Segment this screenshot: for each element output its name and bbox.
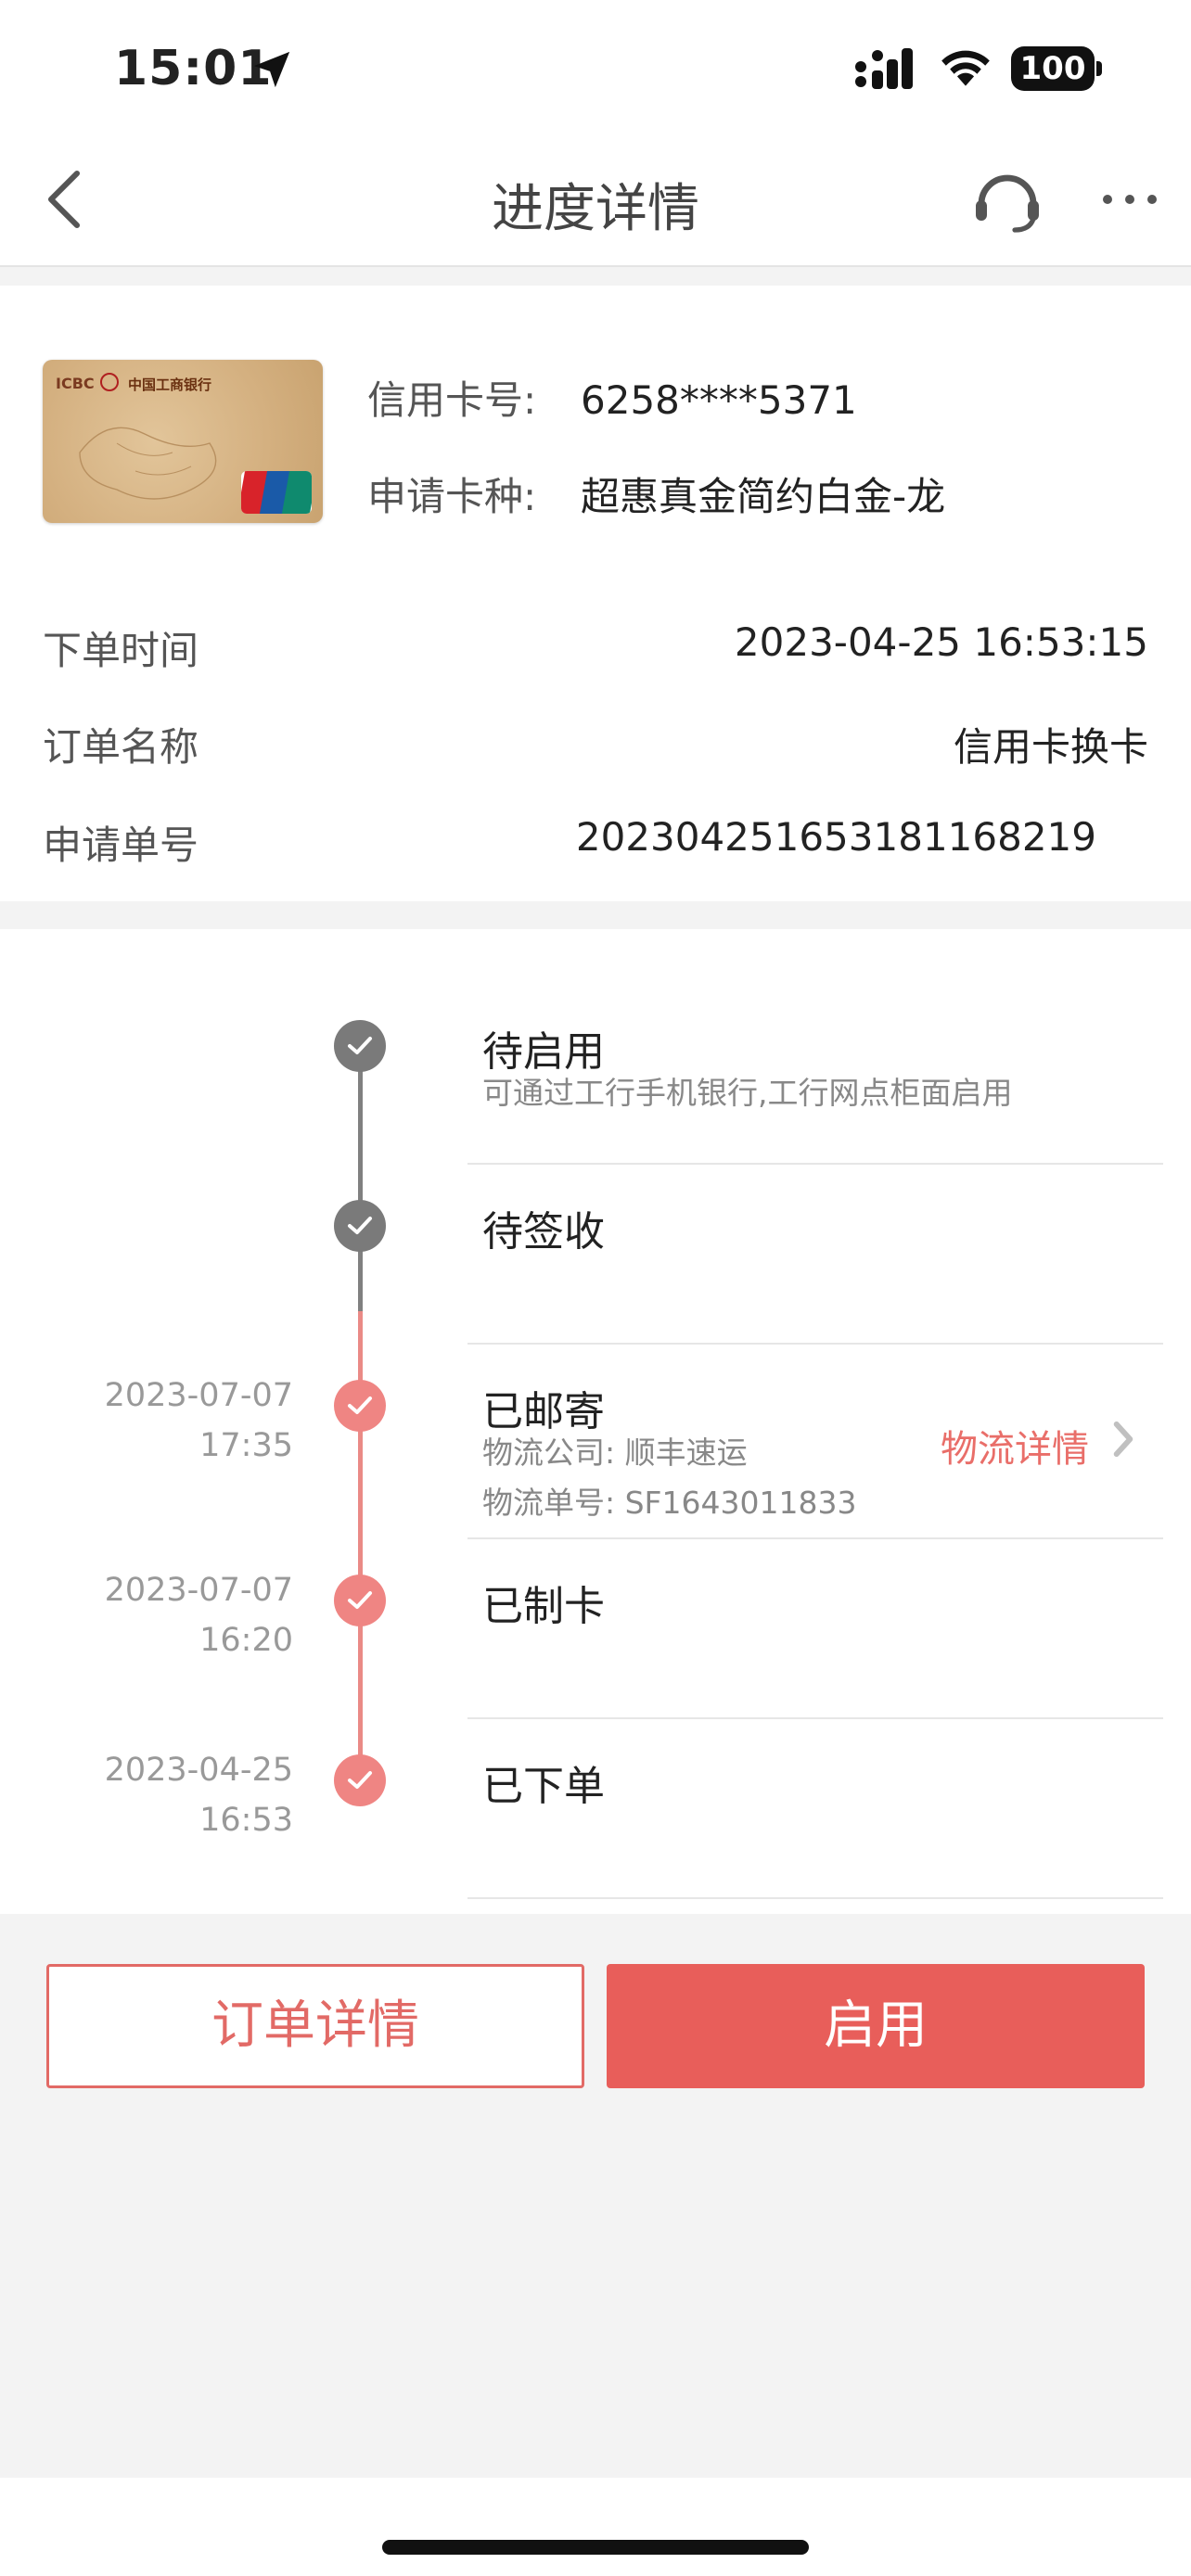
timeline-line-pending: [358, 1046, 363, 1311]
battery-icon: 100: [1011, 46, 1104, 91]
nav-bar: 进度详情: [0, 139, 1191, 267]
card-type-label: 申请卡种:: [367, 474, 537, 519]
courier-info: 物流公司: 顺丰速运: [482, 1428, 748, 1473]
unionpay-logo-icon: [241, 471, 312, 514]
more-dots-icon[interactable]: [1100, 190, 1159, 209]
application-no-row: 申请单号 202304251653181168219: [43, 814, 1148, 870]
icbc-logo-icon: [100, 373, 119, 391]
order-time-value: 2023-04-25 16:53:15: [734, 619, 1148, 665]
home-indicator-area: [0, 2478, 1191, 2576]
location-arrow-icon: [253, 51, 290, 88]
timeline-title: 已制卡: [482, 1583, 605, 1630]
timeline-divider: [467, 1163, 1163, 1165]
status-time: 15:01: [114, 41, 273, 96]
status-bar: 15:01 100: [0, 0, 1191, 139]
tracking-value: SF1643011833: [624, 1485, 857, 1521]
timeline-time: 17:35: [199, 1427, 293, 1464]
check-icon: [334, 1200, 386, 1252]
tracking-info: 物流单号: SF1643011833: [482, 1478, 857, 1523]
logistics-detail-link[interactable]: 物流详情: [941, 1428, 1089, 1471]
application-no-value: 202304251653181168219: [575, 814, 1096, 860]
order-time-label: 下单时间: [43, 628, 199, 673]
timeline-title: 已邮寄: [482, 1388, 605, 1435]
activate-button[interactable]: 启用: [607, 1964, 1145, 2088]
timeline-divider: [467, 1343, 1163, 1345]
check-icon: [334, 1575, 386, 1626]
timeline-date: 2023-07-07: [104, 1572, 293, 1609]
timeline-time: 16:53: [199, 1802, 293, 1839]
timeline-date: 2023-04-25: [104, 1752, 293, 1789]
back-chevron-icon[interactable]: [41, 167, 87, 232]
courier-value: 顺丰速运: [624, 1435, 748, 1471]
card-type-field: 申请卡种: 超惠真金简约白金-龙: [367, 465, 945, 522]
order-detail-button[interactable]: 订单详情: [46, 1964, 584, 2088]
timeline-subtitle: 可通过工行手机银行,工行网点柜面启用: [482, 1075, 1013, 1111]
order-name-row: 订单名称 信用卡换卡: [43, 716, 1148, 772]
check-icon: [334, 1754, 386, 1806]
page-title: 进度详情: [492, 179, 699, 239]
progress-timeline: 待启用 可通过工行手机银行,工行网点柜面启用 待签收 2023-07-07 17…: [0, 929, 1191, 1914]
card-bank-short: ICBC: [56, 375, 95, 392]
check-icon: [334, 1020, 386, 1072]
timeline-line-done: [358, 1311, 363, 1784]
wifi-icon: [941, 50, 990, 86]
timeline-divider: [467, 1537, 1163, 1539]
tracking-label: 物流单号:: [482, 1485, 625, 1521]
card-number-value: 6258****5371: [581, 377, 857, 423]
order-time-row: 下单时间 2023-04-25 16:53:15: [43, 619, 1148, 675]
card-number-field: 信用卡号: 6258****5371: [367, 369, 857, 426]
order-name-label: 订单名称: [43, 724, 199, 770]
order-name-value: 信用卡换卡: [953, 724, 1148, 770]
card-bank-name: 中国工商银行: [128, 376, 212, 393]
card-map-pattern: [79, 427, 217, 500]
timeline-date: 2023-07-07: [104, 1377, 293, 1414]
application-no-label: 申请单号: [43, 823, 199, 868]
headset-service-icon[interactable]: [970, 163, 1044, 237]
check-icon: [334, 1380, 386, 1432]
card-info-section: ICBC 中国工商银行 信用卡号: 6258****5371 申请卡种: 超惠真金简…: [0, 286, 1191, 901]
courier-label: 物流公司:: [482, 1435, 625, 1471]
timeline-title: 待启用: [482, 1028, 605, 1076]
timeline-time: 16:20: [199, 1622, 293, 1659]
cellular-signal-icon: [855, 48, 913, 89]
battery-level: 100: [1011, 46, 1095, 91]
timeline-title: 已下单: [482, 1763, 605, 1810]
chevron-right-icon[interactable]: [1109, 1419, 1137, 1460]
timeline-title: 待签收: [482, 1208, 605, 1256]
card-type-value: 超惠真金简约白金-龙: [581, 474, 946, 519]
timeline-divider: [467, 1897, 1163, 1899]
home-indicator[interactable]: [382, 2540, 809, 2555]
card-number-label: 信用卡号:: [367, 377, 537, 423]
timeline-divider: [467, 1717, 1163, 1719]
credit-card-image: ICBC 中国工商银行: [43, 360, 323, 523]
